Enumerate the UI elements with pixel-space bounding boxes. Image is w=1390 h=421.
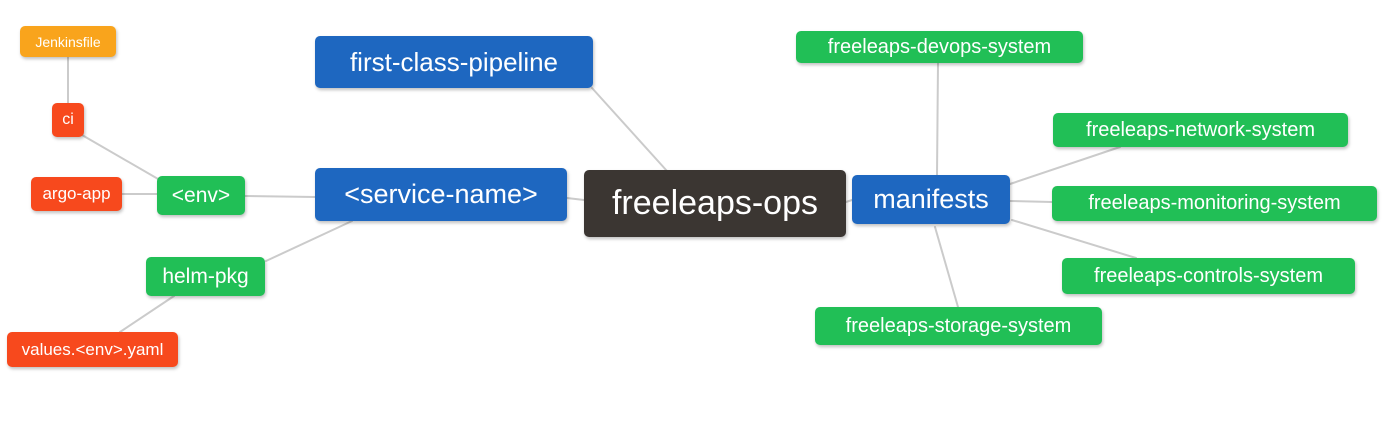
edge-ops-manifests: [845, 199, 853, 203]
edge-manifests-network: [1009, 146, 1121, 185]
edge-pipeline-ops: [591, 87, 668, 172]
node-storage-system[interactable]: freeleaps-storage-system: [815, 307, 1102, 345]
node-argo-app[interactable]: argo-app: [31, 177, 122, 211]
edge-ci-env: [81, 134, 166, 184]
edge-values-helm-pkg: [119, 295, 175, 333]
node-devops-system[interactable]: freeleaps-devops-system: [796, 31, 1083, 63]
edge-helm-pkg-service-name: [265, 220, 353, 262]
node-monitoring-system[interactable]: freeleaps-monitoring-system: [1052, 186, 1377, 221]
edge-env-service-name: [244, 195, 316, 198]
node-env[interactable]: <env>: [157, 176, 245, 215]
edge-manifests-controls: [1011, 219, 1137, 259]
edge-service-name-ops: [566, 197, 585, 201]
node-service-name[interactable]: <service-name>: [315, 168, 567, 221]
node-jenkinsfile[interactable]: Jenkinsfile: [20, 26, 116, 57]
node-network-system[interactable]: freeleaps-network-system: [1053, 113, 1348, 147]
node-first-class-pipeline[interactable]: first-class-pipeline: [315, 36, 593, 88]
node-ci[interactable]: ci: [52, 103, 84, 137]
edge-manifests-monitoring: [1009, 200, 1053, 203]
node-helm-pkg[interactable]: helm-pkg: [146, 257, 265, 296]
node-values-env-yaml[interactable]: values.<env>.yaml: [7, 332, 178, 367]
edge-manifests-devops: [936, 62, 939, 176]
node-controls-system[interactable]: freeleaps-controls-system: [1062, 258, 1355, 294]
node-freeleaps-ops-root[interactable]: freeleaps-ops: [584, 170, 846, 237]
node-manifests[interactable]: manifests: [852, 175, 1010, 224]
edge-manifests-storage: [934, 226, 959, 308]
